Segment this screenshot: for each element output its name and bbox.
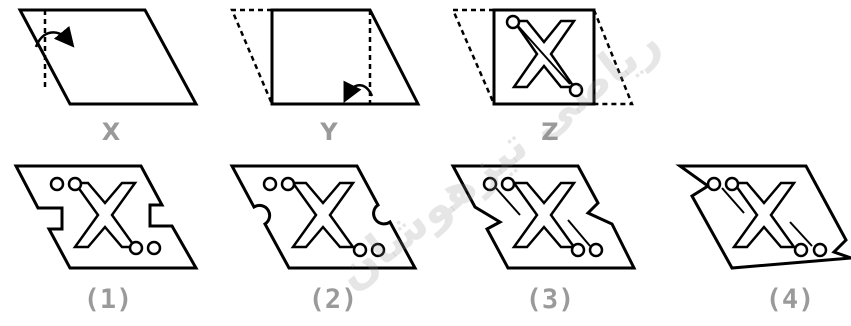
step-y-label: Y	[320, 118, 338, 146]
hole-icon	[505, 14, 521, 30]
option-4-figure	[675, 164, 851, 270]
step-x-label: X	[101, 118, 121, 146]
fold-arrow-icon	[34, 25, 75, 48]
hole-icon	[568, 82, 584, 98]
option-1-figure	[13, 164, 199, 270]
option-2-label: (2)	[308, 284, 358, 315]
step-x-figure	[17, 8, 199, 106]
fold-arrow-icon	[343, 80, 374, 103]
option-1-label: (1)	[83, 284, 133, 315]
step-z-label: Z	[541, 118, 559, 146]
option-4-label: (4)	[765, 284, 815, 315]
option-3-label: (3)	[525, 284, 575, 315]
option-3-figure	[450, 164, 637, 270]
step-z-figure	[451, 8, 634, 106]
option-2-figure	[229, 164, 418, 270]
step-y-figure	[230, 8, 421, 106]
